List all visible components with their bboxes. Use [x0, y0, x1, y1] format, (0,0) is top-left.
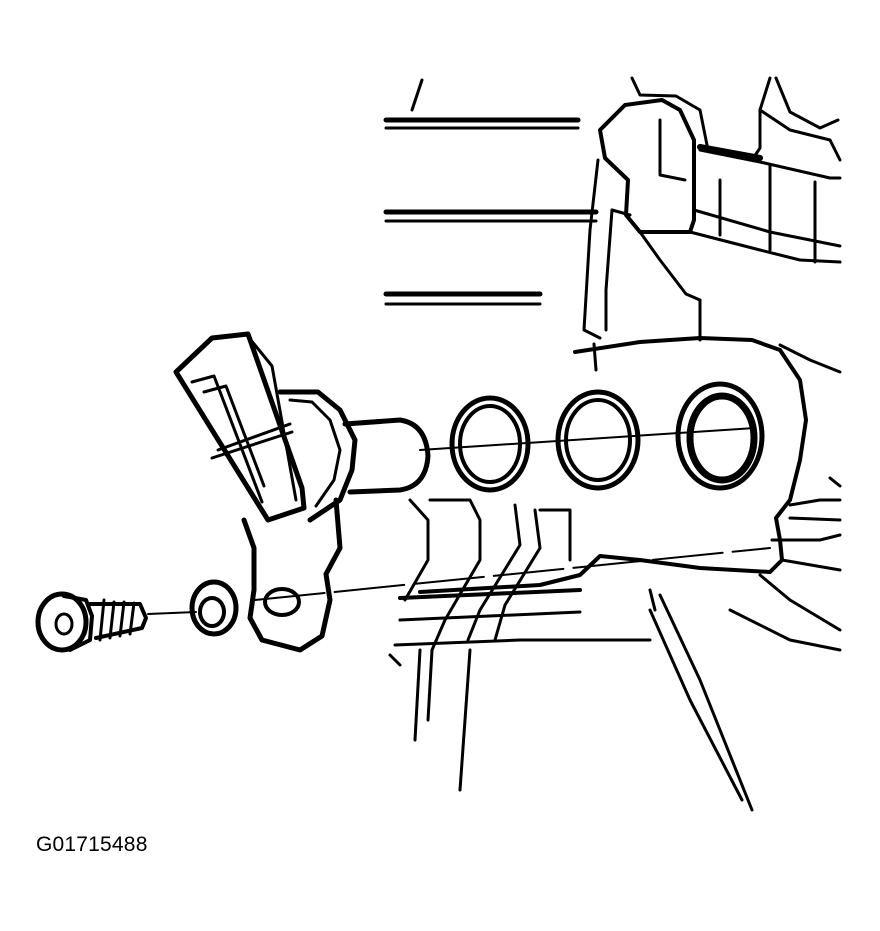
- speed-sensor: [173, 331, 431, 653]
- alignment-lines: [147, 427, 771, 615]
- washer: [189, 579, 239, 637]
- mounting-bolt: [35, 591, 148, 653]
- sensor-bore: [675, 381, 765, 491]
- engine-housing: [383, 76, 842, 812]
- figure-id-label: G01715488: [36, 833, 148, 856]
